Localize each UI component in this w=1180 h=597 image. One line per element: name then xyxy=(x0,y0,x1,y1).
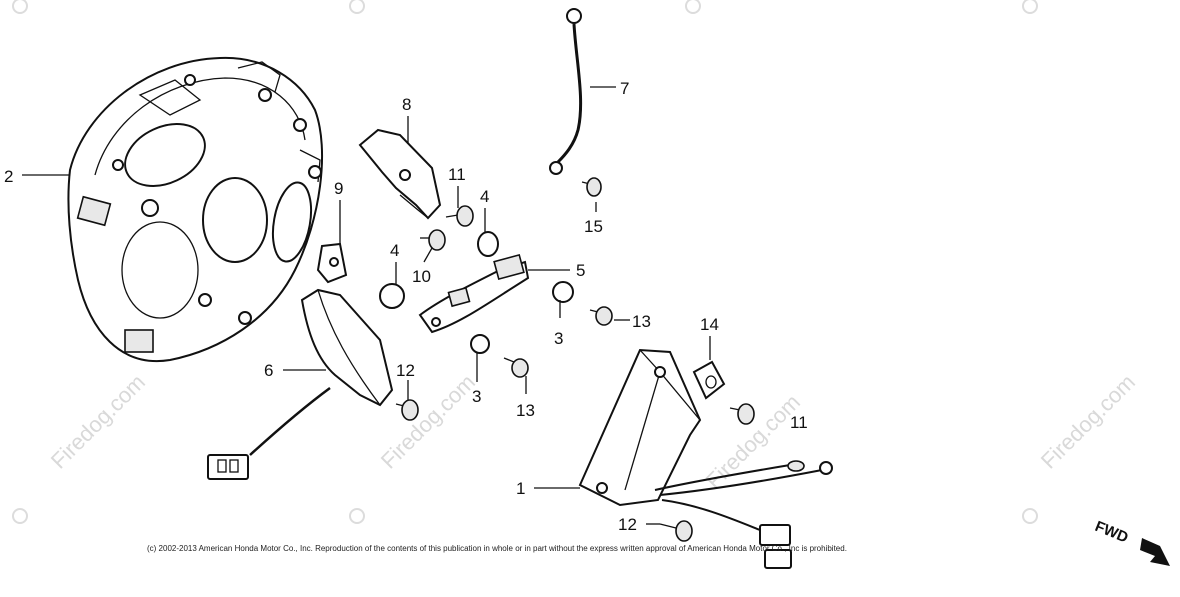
callout-5: 5 xyxy=(576,261,585,280)
watermark-text: Firedog.com xyxy=(1036,369,1140,473)
callout-8: 8 xyxy=(402,95,411,114)
callout-10: 10 xyxy=(412,267,431,286)
part-screw-11 xyxy=(445,205,474,227)
callout-11: 11 xyxy=(448,165,466,184)
callout-12: 12 xyxy=(396,361,415,380)
callout-15: 15 xyxy=(584,217,603,236)
part-brush-holder-5 xyxy=(418,253,530,334)
callout-12: 12 xyxy=(618,515,637,534)
callout-13: 13 xyxy=(632,312,651,331)
watermark-logo-icon xyxy=(1022,0,1038,14)
callout-11: 11 xyxy=(790,413,808,432)
part-clip-9 xyxy=(316,242,348,284)
watermark-logo-icon xyxy=(12,508,28,524)
part-regulator-1 xyxy=(578,348,833,569)
part-ground-wire-7 xyxy=(549,8,583,175)
watermark-logo-icon xyxy=(685,0,701,14)
callout-3: 3 xyxy=(472,387,481,406)
callout-9: 9 xyxy=(334,179,343,198)
part-module-6 xyxy=(207,288,394,480)
callout-6: 6 xyxy=(264,361,273,380)
callout-2: 2 xyxy=(4,167,13,186)
callout-labels: 2 1 3 3 4 4 5 6 7 8 9 10 11 11 12 12 13 … xyxy=(4,79,808,534)
part-cap-3 xyxy=(552,281,574,303)
callout-4: 4 xyxy=(480,187,489,206)
callout-13: 13 xyxy=(516,401,535,420)
part-washer-4 xyxy=(477,231,499,257)
forward-direction-indicator: FWD xyxy=(1093,518,1170,566)
callout-4: 4 xyxy=(390,241,399,260)
part-screw-12 xyxy=(395,399,419,421)
part-screw-10 xyxy=(420,229,446,251)
part-screw-11 xyxy=(729,403,755,425)
part-bracket-8 xyxy=(358,128,442,220)
fwd-label: FWD xyxy=(1093,518,1131,547)
part-washer-4 xyxy=(379,283,405,309)
copyright-notice: (c) 2002-2013 American Honda Motor Co., … xyxy=(147,544,847,553)
watermark-text: Firedog.com xyxy=(46,369,150,473)
leader-lines xyxy=(22,86,711,525)
fwd-arrow-icon xyxy=(1140,538,1170,566)
watermark-logo-icon xyxy=(349,508,365,524)
callout-14: 14 xyxy=(700,315,719,334)
part-clamp-14 xyxy=(692,360,726,400)
callout-3: 3 xyxy=(554,329,563,348)
part-screw-15 xyxy=(581,177,602,197)
part-screw-13 xyxy=(503,357,529,378)
callout-1: 1 xyxy=(516,479,525,498)
watermark-logo-icon xyxy=(12,0,28,14)
watermark-logo-icon xyxy=(349,0,365,14)
part-screw-12 xyxy=(659,520,693,542)
part-screw-13 xyxy=(589,306,613,326)
callout-7: 7 xyxy=(620,79,629,98)
part-cap-3 xyxy=(470,334,490,354)
part-stator-housing xyxy=(67,56,323,363)
watermark-logo-icon xyxy=(1022,508,1038,524)
